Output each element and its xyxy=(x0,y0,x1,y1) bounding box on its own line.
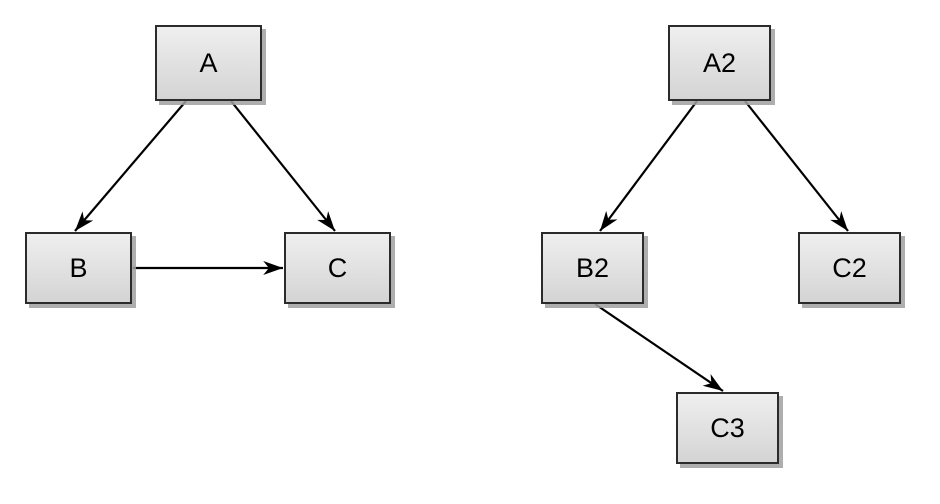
node-a[interactable]: A xyxy=(155,25,262,101)
node-c3[interactable]: C3 xyxy=(676,392,779,464)
edge-b2-to-c3[interactable] xyxy=(594,303,724,392)
edge-a-to-c[interactable] xyxy=(230,100,336,232)
node-label-c3: C3 xyxy=(710,412,745,443)
node-c[interactable]: C xyxy=(284,232,391,304)
node-label-a2: A2 xyxy=(702,47,737,78)
node-label-c: C xyxy=(327,252,348,283)
edge-a2-to-b2[interactable] xyxy=(599,100,698,232)
edge-a-to-b[interactable] xyxy=(74,100,187,232)
node-a2[interactable]: A2 xyxy=(668,25,771,101)
node-label-b: B xyxy=(69,252,88,283)
node-b2[interactable]: B2 xyxy=(541,232,644,304)
node-label-b2: B2 xyxy=(575,252,610,283)
node-b[interactable]: B xyxy=(25,232,132,304)
node-label-c2: C2 xyxy=(832,252,867,283)
node-c2[interactable]: C2 xyxy=(798,232,901,304)
node-label-a: A xyxy=(199,47,218,78)
edge-a2-to-c2[interactable] xyxy=(744,100,849,232)
